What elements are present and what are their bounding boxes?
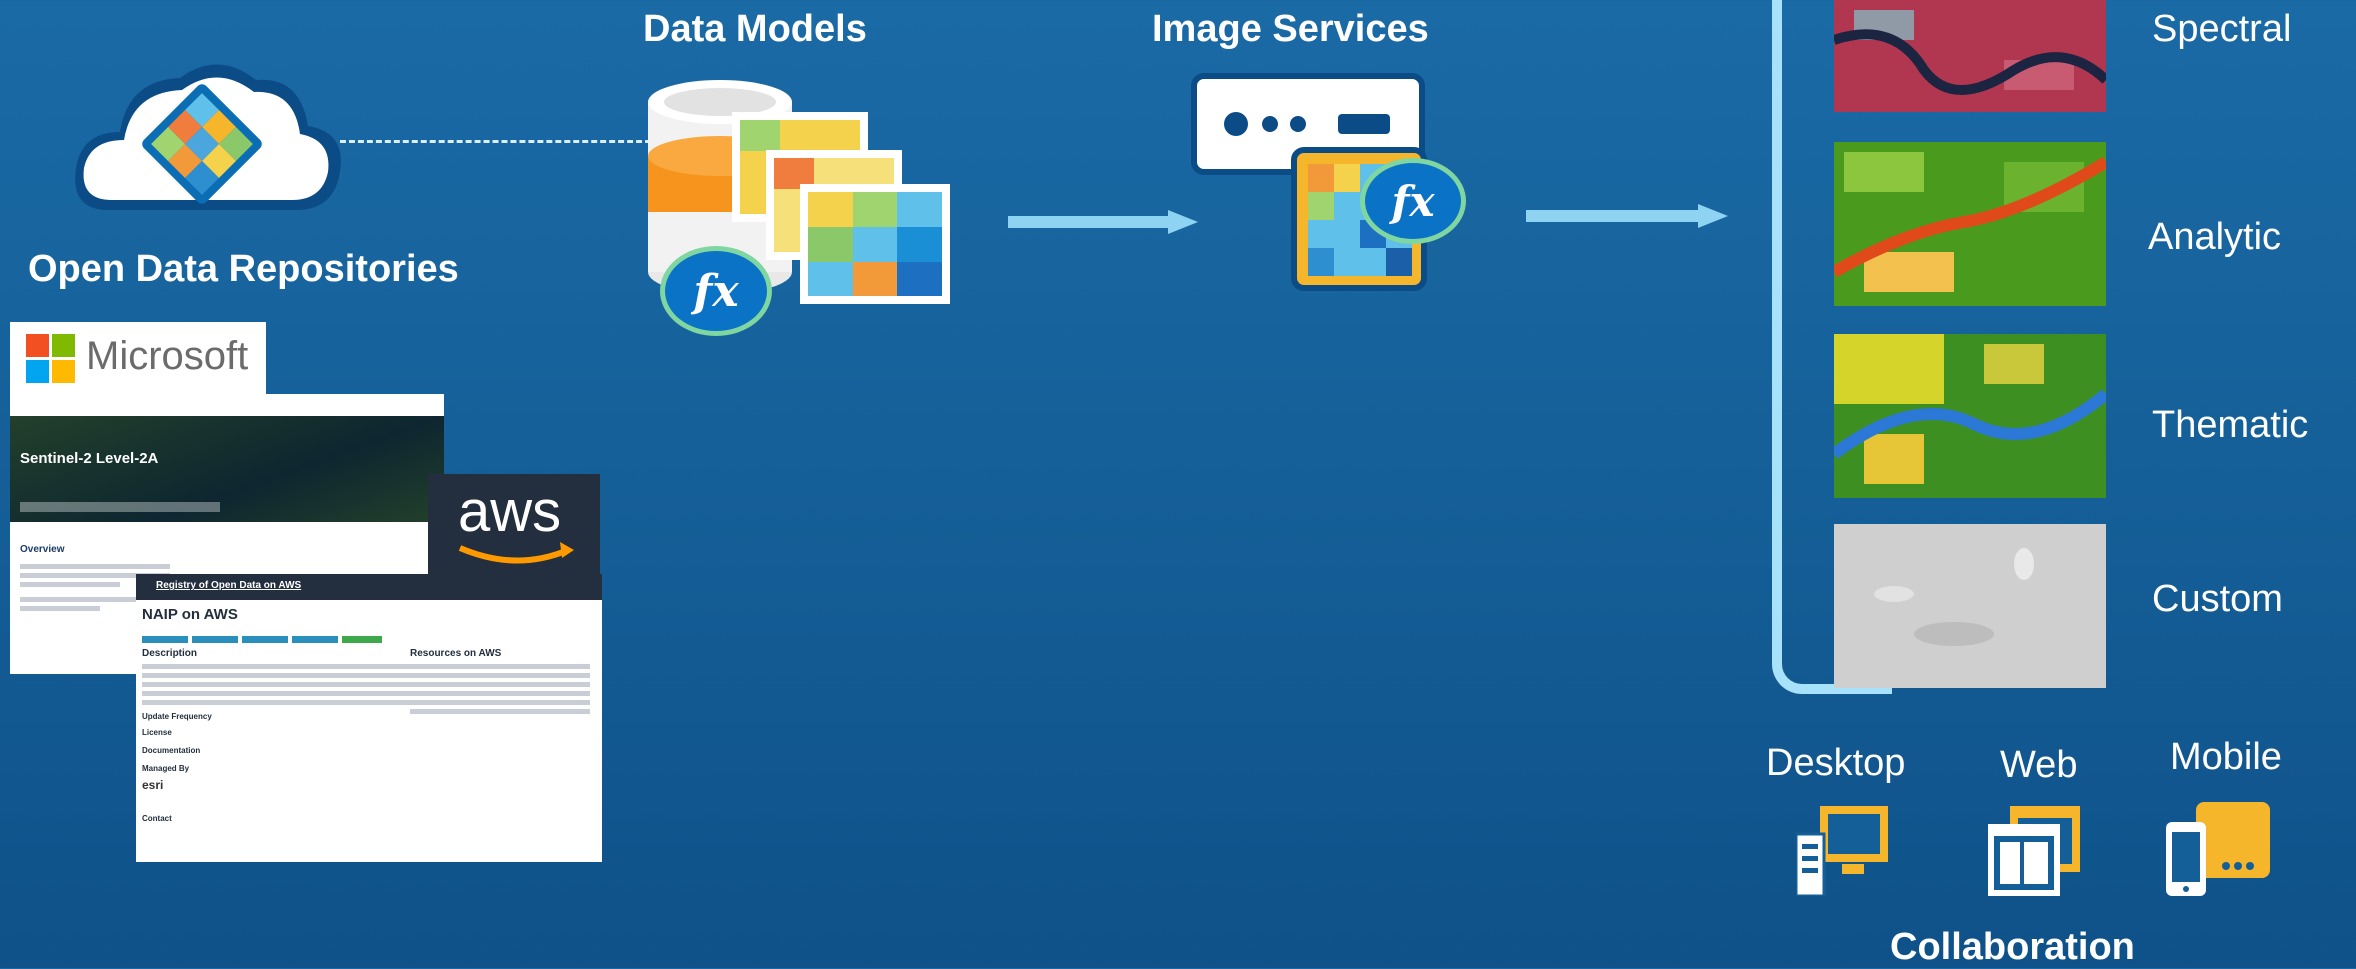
image-services-heading: Image Services: [1152, 8, 1429, 50]
naip-title: NAIP on AWS: [142, 606, 238, 623]
thematic-image: [1834, 334, 2106, 498]
microsoft-logo-icon: [26, 334, 76, 384]
function-badge: fx: [660, 246, 772, 336]
update-frequency-heading: Update Frequency: [142, 712, 212, 721]
mobile-devices-icon: [2166, 802, 2270, 896]
microsoft-logo-card: Microsoft: [10, 322, 266, 396]
collaboration-heading: Collaboration: [1890, 926, 2135, 968]
resources-heading: Resources on AWS: [410, 648, 502, 659]
description-heading: Description: [142, 648, 198, 659]
custom-image: [1834, 524, 2106, 688]
output-label-spectral: Spectral: [2152, 8, 2292, 50]
naip-dataset-page: Registry of Open Data on AWS NAIP on AWS…: [136, 574, 602, 862]
aws-logo-card: aws: [428, 474, 600, 574]
analytic-image: [1834, 142, 2106, 306]
dashed-connector: [340, 140, 660, 147]
client-label-desktop: Desktop: [1766, 742, 1906, 784]
aws-logo-text: aws: [458, 479, 562, 544]
aws-smile-icon: [458, 542, 574, 564]
desktop-icon: [1794, 806, 1890, 898]
web-browser-icon: [1988, 806, 2082, 896]
cloud-data-icon: [68, 40, 348, 220]
function-badge: fx: [1360, 158, 1466, 244]
output-bracket: [1772, 0, 1892, 694]
function-badge-label: fx: [693, 265, 739, 317]
dataset-hero-banner: Sentinel-2 Level-2A: [10, 416, 444, 522]
dataset-title: Sentinel-2 Level-2A: [20, 450, 159, 467]
esri-logo: esri: [142, 778, 164, 792]
open-data-repositories-heading: Open Data Repositories: [28, 248, 459, 290]
spectral-image: [1834, 0, 2106, 112]
output-label-thematic: Thematic: [2152, 404, 2309, 446]
license-heading: License: [142, 728, 172, 737]
contact-heading: Contact: [142, 814, 172, 823]
function-badge-label: fx: [1391, 176, 1435, 226]
managed-by-heading: Managed By: [142, 764, 190, 773]
overview-heading: Overview: [20, 544, 65, 555]
client-label-web: Web: [2000, 744, 2078, 786]
output-label-analytic: Analytic: [2148, 216, 2282, 258]
flow-arrow: [1526, 204, 1728, 228]
client-label-mobile: Mobile: [2170, 736, 2282, 778]
registry-title: Registry of Open Data on AWS: [156, 580, 302, 591]
output-label-custom: Custom: [2152, 578, 2283, 620]
microsoft-dataset-page: Sentinel-2 Level-2A Overview: [10, 394, 444, 674]
microsoft-logo-text: Microsoft: [86, 334, 249, 378]
data-models-heading: Data Models: [643, 8, 867, 50]
flow-arrow: [1008, 210, 1198, 234]
documentation-heading: Documentation: [142, 746, 201, 755]
